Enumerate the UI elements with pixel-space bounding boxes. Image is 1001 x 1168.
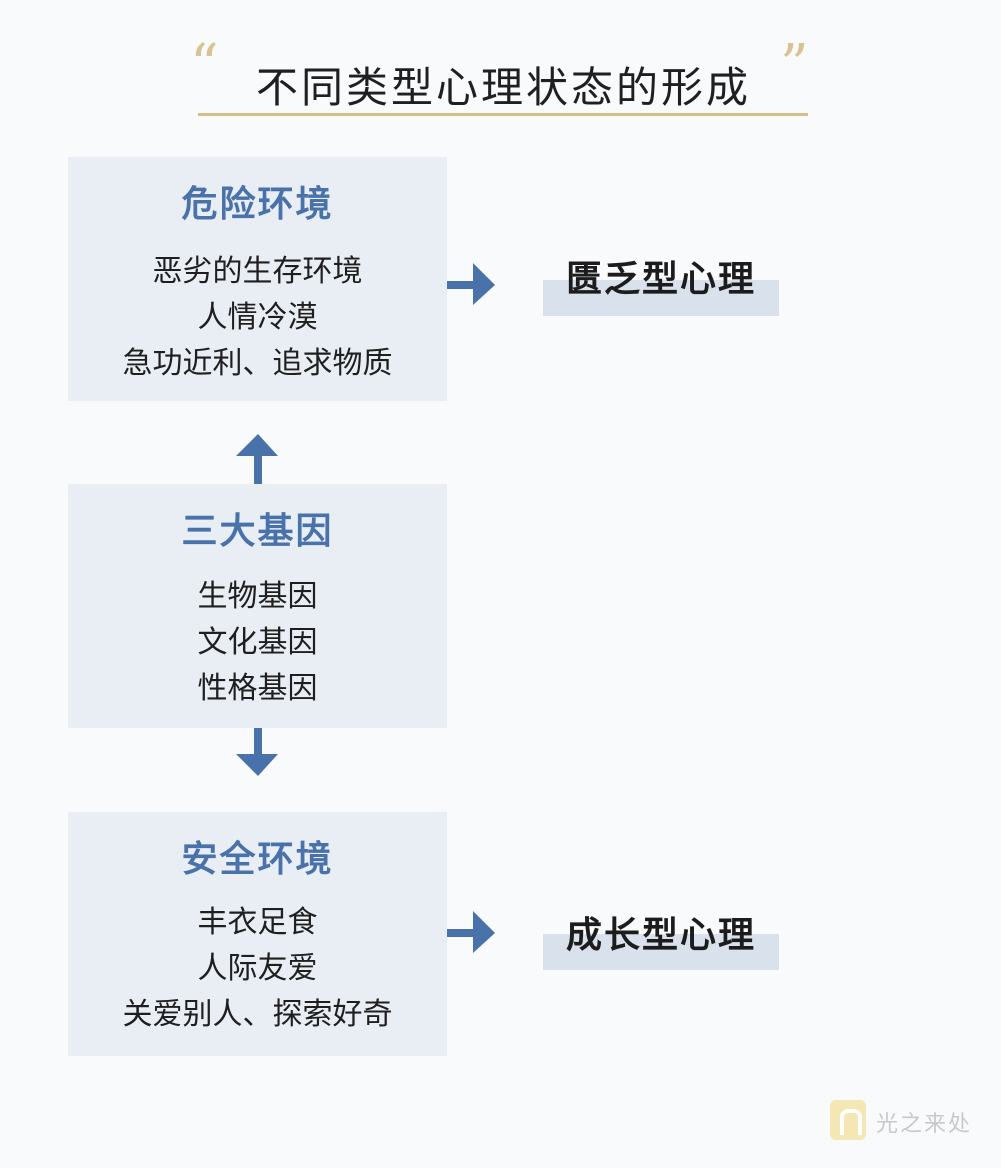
- deficit-highlight-bar: [543, 280, 779, 316]
- danger-line-2: 人情冷漠: [197, 300, 318, 335]
- three-genes-box: 三大基因 生物基因 文化基因 性格基因: [68, 484, 447, 728]
- watermark: 光之来处: [830, 1100, 990, 1140]
- right-arrow-icon: [447, 263, 495, 305]
- growth-highlight-bar: [543, 934, 779, 970]
- growth-mindset-text: 成长型心理: [565, 915, 756, 956]
- page-title: 不同类型心理状态的形成: [255, 63, 751, 112]
- danger-line-1: 恶劣的生存环境: [152, 254, 363, 289]
- safe-environment-lines: 丰衣足食 人际友爱 关爱别人、探索好奇: [68, 900, 447, 1038]
- danger-line-3: 急功近利、追求物质: [122, 346, 393, 381]
- genes-line-1: 生物基因: [197, 579, 318, 614]
- right-arrow-icon: [447, 911, 495, 953]
- safe-environment-box: 安全环境 丰衣足食 人际友爱 关爱别人、探索好奇: [68, 812, 447, 1056]
- genes-line-2: 文化基因: [197, 625, 318, 660]
- three-genes-heading: 三大基因: [181, 511, 334, 552]
- growth-mindset-label: 成长型心理: [543, 906, 779, 970]
- safe-line-1: 丰衣足食: [197, 905, 318, 940]
- three-genes-lines: 生物基因 文化基因 性格基因: [68, 574, 447, 712]
- deficit-mindset-label: 匮乏型心理: [543, 250, 779, 316]
- safe-environment-heading: 安全环境: [181, 839, 334, 880]
- watermark-logo-icon: [830, 1100, 866, 1140]
- danger-environment-heading: 危险环境: [181, 184, 334, 225]
- genes-line-3: 性格基因: [197, 671, 318, 706]
- danger-environment-box: 危险环境 恶劣的生存环境 人情冷漠 急功近利、追求物质: [68, 157, 447, 401]
- safe-line-2: 人际友爱: [197, 951, 318, 986]
- title-underline: [198, 113, 808, 116]
- safe-line-3: 关爱别人、探索好奇: [122, 997, 393, 1032]
- watermark-text: 光之来处: [876, 1112, 973, 1137]
- open-quote-icon: “: [190, 33, 219, 98]
- close-quote-icon: ”: [780, 33, 809, 98]
- down-arrow-icon: [236, 728, 278, 776]
- deficit-mindset-text: 匮乏型心理: [565, 259, 756, 300]
- up-arrow-icon: [236, 434, 278, 484]
- danger-environment-lines: 恶劣的生存环境 人情冷漠 急功近利、追求物质: [68, 249, 447, 387]
